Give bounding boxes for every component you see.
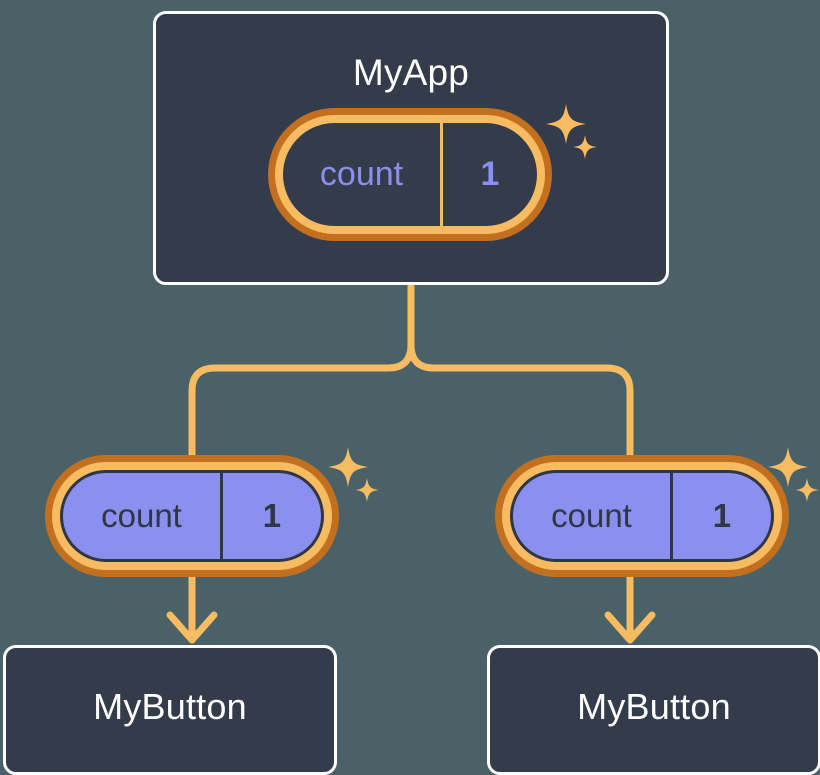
- state-pill-child-right[interactable]: count 1: [495, 455, 789, 577]
- state-pill-ring: count 1: [52, 462, 332, 570]
- sparkle-small-icon: [795, 478, 819, 502]
- sparkle-large-icon: [328, 447, 368, 487]
- component-box-mybutton-right[interactable]: MyButton: [487, 645, 820, 775]
- state-pill-body: count 1: [510, 470, 774, 562]
- state-pill-myapp[interactable]: count 1: [268, 108, 552, 241]
- connector-fork-path: [188, 281, 415, 459]
- state-pill-ring: count 1: [275, 115, 545, 234]
- state-pill-value: 1: [712, 497, 732, 534]
- state-pill-value: 1: [262, 497, 282, 534]
- component-title-mybutton-left: MyButton: [93, 686, 247, 727]
- connector-fork-path-right: [407, 281, 634, 459]
- arrow-left-head-icon: [166, 611, 218, 644]
- state-pill-key: count: [63, 473, 223, 559]
- state-pill-value: 1: [480, 155, 500, 193]
- state-pill-child-left[interactable]: count 1: [45, 455, 339, 577]
- component-title-myapp: MyApp: [352, 52, 470, 93]
- component-box-mybutton-left[interactable]: MyButton: [3, 645, 337, 775]
- component-title-mybutton-right: MyButton: [577, 686, 731, 727]
- state-pill-ring: count 1: [502, 462, 782, 570]
- state-pill-key: count: [283, 123, 444, 226]
- state-pill-key: count: [513, 473, 673, 559]
- arrow-right-head-icon: [604, 611, 656, 644]
- state-pill-body: count 1: [283, 123, 537, 226]
- state-pill-body: count 1: [60, 470, 324, 562]
- sparkle-small-icon: [355, 478, 379, 502]
